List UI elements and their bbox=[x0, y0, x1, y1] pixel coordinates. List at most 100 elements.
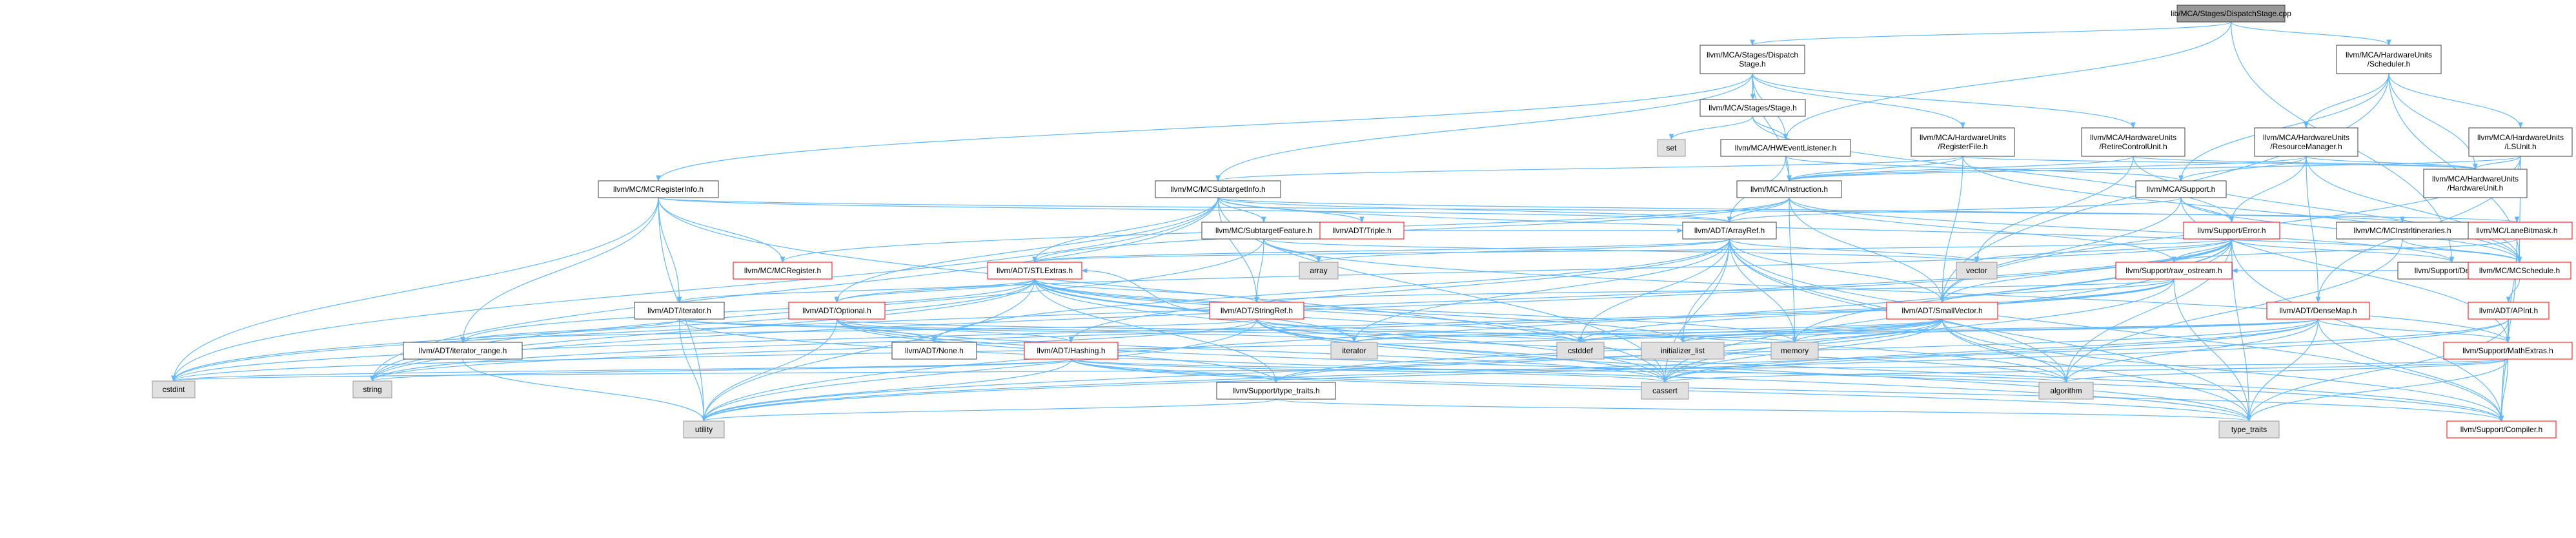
edge-resmgr-to-densemap bbox=[2306, 156, 2321, 303]
edge-optional-to-memory bbox=[836, 318, 1797, 343]
edge-arrayref-to-vector bbox=[1729, 238, 1980, 263]
node-hwevent[interactable]: llvm/MCA/HWEventListener.h bbox=[1720, 139, 1851, 157]
node-label: llvm/MC/SubtargetFeature.h bbox=[1215, 226, 1312, 235]
node-lsunit[interactable]: llvm/MCA/HardwareUnits/LSUnit.h bbox=[2468, 127, 2573, 157]
edge-scheduler-to-support bbox=[2178, 73, 2389, 181]
node-memory: memory bbox=[1770, 342, 1819, 360]
edge-iterator-to-iteratorstd bbox=[678, 318, 1357, 343]
node-typetraitsllvm[interactable]: llvm/Support/type_traits.h bbox=[1216, 382, 1336, 400]
node-mathextras[interactable]: llvm/Support/MathExtras.h bbox=[2443, 342, 2573, 360]
node-smallvector[interactable]: llvm/ADT/SmallVector.h bbox=[1886, 302, 1998, 320]
edge-mcreginfo-to-iterator bbox=[658, 197, 682, 303]
dependency-edges bbox=[171, 21, 2523, 422]
node-label: llvm/ADT/DenseMap.h bbox=[2279, 306, 2357, 315]
node-label: /RegisterFile.h bbox=[1938, 142, 1987, 151]
edge-stringref-to-cstddef bbox=[1256, 318, 1583, 343]
edge-rcu-to-hwunit bbox=[2133, 156, 2478, 170]
edge-optional-to-utility bbox=[701, 318, 838, 422]
edge-mathextras-to-typetraits bbox=[2246, 358, 2509, 422]
edge-smallvector-to-iteratorstd bbox=[1352, 318, 1943, 343]
edge-mcsubinfo-to-stringref bbox=[1217, 197, 1259, 303]
node-dispstage[interactable]: llvm/MCA/Stages/DispatchStage.h bbox=[1699, 45, 1805, 74]
node-label: llvm/MCA/Stages/Dispatch bbox=[1707, 50, 1798, 59]
node-stringref[interactable]: llvm/ADT/StringRef.h bbox=[1209, 302, 1304, 320]
edge-instruction-to-stlextras bbox=[1032, 197, 1790, 263]
node-support[interactable]: llvm/MCA/Support.h bbox=[2135, 180, 2227, 198]
node-optional[interactable]: llvm/ADT/Optional.h bbox=[788, 302, 886, 320]
node-label: llvm/MCA/HardwareUnits bbox=[2477, 133, 2564, 142]
node-box bbox=[1216, 382, 1336, 400]
node-hashing[interactable]: llvm/ADT/Hashing.h bbox=[1024, 342, 1119, 360]
node-resmgr[interactable]: llvm/MCA/HardwareUnits/ResourceManager.h bbox=[2254, 127, 2358, 157]
node-mcregister[interactable]: llvm/MC/MCRegister.h bbox=[733, 262, 833, 280]
node-instruction[interactable]: llvm/MCA/Instruction.h bbox=[1736, 180, 1842, 198]
node-label: /HardwareUnit.h bbox=[2448, 183, 2504, 192]
node-label: llvm/ADT/APInt.h bbox=[2479, 306, 2538, 315]
node-label: cstdint bbox=[163, 385, 185, 394]
node-arrayref[interactable]: llvm/ADT/ArrayRef.h bbox=[1682, 222, 1777, 240]
edge-stringref-to-string bbox=[370, 318, 1257, 382]
node-box bbox=[2468, 262, 2571, 280]
node-compiler[interactable]: llvm/Support/Compiler.h bbox=[2446, 420, 2557, 439]
edge-resmgr-to-error bbox=[2229, 156, 2307, 223]
node-subfeature[interactable]: llvm/MC/SubtargetFeature.h bbox=[1201, 222, 1326, 240]
node-box bbox=[2183, 222, 2280, 240]
node-scheduler[interactable]: llvm/MCA/HardwareUnits/Scheduler.h bbox=[2336, 45, 2442, 74]
node-itrange[interactable]: llvm/ADT/iterator_range.h bbox=[403, 342, 523, 360]
edge-arrayref-to-iteratorstd bbox=[1352, 238, 1730, 343]
edge-mathextras-to-compiler bbox=[2499, 358, 2509, 422]
node-box bbox=[1886, 302, 1998, 320]
node-instrit[interactable]: llvm/MC/MCInstrItineraries.h bbox=[2336, 222, 2469, 240]
node-iterator[interactable]: llvm/ADT/iterator.h bbox=[634, 302, 725, 320]
node-stage[interactable]: llvm/MCA/Stages/Stage.h bbox=[1699, 99, 1806, 117]
node-apint[interactable]: llvm/ADT/APInt.h bbox=[2468, 302, 2550, 320]
node-mcschedule[interactable]: llvm/MC/MCSchedule.h bbox=[2468, 262, 2571, 280]
node-box bbox=[1299, 262, 1339, 280]
node-root[interactable]: lib/MCA/Stages/DispatchStage.cpp bbox=[2171, 5, 2291, 23]
node-error[interactable]: llvm/Support/Error.h bbox=[2183, 222, 2280, 240]
node-box bbox=[2218, 420, 2280, 439]
edge-densemap-to-mathextras bbox=[2317, 318, 2511, 343]
node-box bbox=[2443, 342, 2573, 360]
node-densemap[interactable]: llvm/ADT/DenseMap.h bbox=[2266, 302, 2370, 320]
node-none[interactable]: llvm/ADT/None.h bbox=[891, 342, 977, 360]
node-box bbox=[2336, 222, 2469, 240]
node-label: llvm/MC/MCSchedule.h bbox=[2479, 266, 2560, 275]
edge-regfile-to-hwunit bbox=[1962, 156, 2478, 170]
edge-instruction-to-debug bbox=[1789, 197, 2455, 263]
edge-stringref-to-stlextras bbox=[1081, 268, 1210, 311]
node-lanebitmask[interactable]: llvm/MC/LaneBitmask.h bbox=[2461, 222, 2573, 240]
node-mcreginfo[interactable]: llvm/MC/MCRegisterInfo.h bbox=[598, 180, 719, 198]
node-rcu[interactable]: llvm/MCA/HardwareUnits/RetireControlUnit… bbox=[2081, 127, 2186, 157]
edge-rawostream-to-stringref bbox=[1254, 278, 2175, 303]
edge-resmgr-to-mcschedule bbox=[2306, 156, 2522, 263]
edge-stringref-to-typetraits bbox=[1256, 318, 2252, 422]
edge-subfeature-to-stringref bbox=[1254, 238, 1264, 303]
edge-stlextras-to-cassert bbox=[1034, 278, 1668, 383]
node-rawostream[interactable]: llvm/Support/raw_ostream.h bbox=[2115, 262, 2233, 280]
edge-stlextras-to-initlist bbox=[1034, 278, 1685, 343]
edge-densemap-to-typetraits bbox=[2246, 318, 2319, 422]
node-label: llvm/ADT/SmallVector.h bbox=[1902, 306, 1982, 315]
node-regfile[interactable]: llvm/MCA/HardwareUnits/RegisterFile.h bbox=[1911, 127, 2015, 157]
edge-hashing-to-string bbox=[370, 358, 1072, 382]
node-stlextras[interactable]: llvm/ADT/STLExtras.h bbox=[987, 262, 1082, 280]
edge-smallvector-to-algorithm bbox=[1942, 318, 2069, 383]
edge-hashing-to-utility bbox=[701, 358, 1072, 422]
edge-mcreginfo-to-mcregister bbox=[658, 197, 786, 263]
node-set: set bbox=[1657, 139, 1686, 157]
edge-rawostream-to-smallvector bbox=[1940, 278, 2175, 303]
node-mcsubinfo[interactable]: llvm/MC/MCSubtargetInfo.h bbox=[1155, 180, 1281, 198]
node-box bbox=[1699, 45, 1805, 74]
edge-apint-to-cassert bbox=[1662, 318, 2510, 383]
edge-instruction-to-smallvector bbox=[1789, 197, 1945, 303]
node-typetraits: type_traits bbox=[2218, 420, 2280, 439]
node-hwunit[interactable]: llvm/MCA/HardwareUnits/HardwareUnit.h bbox=[2423, 169, 2528, 198]
edge-stringref-to-cassert bbox=[1256, 318, 1668, 383]
node-box bbox=[2461, 222, 2573, 240]
node-box bbox=[1330, 342, 1378, 360]
node-box bbox=[2446, 420, 2557, 439]
node-label: llvm/ADT/STLExtras.h bbox=[997, 266, 1073, 275]
node-triple[interactable]: llvm/ADT/Triple.h bbox=[1319, 222, 1405, 240]
edge-mathextras-to-algorithm bbox=[2064, 358, 2509, 383]
